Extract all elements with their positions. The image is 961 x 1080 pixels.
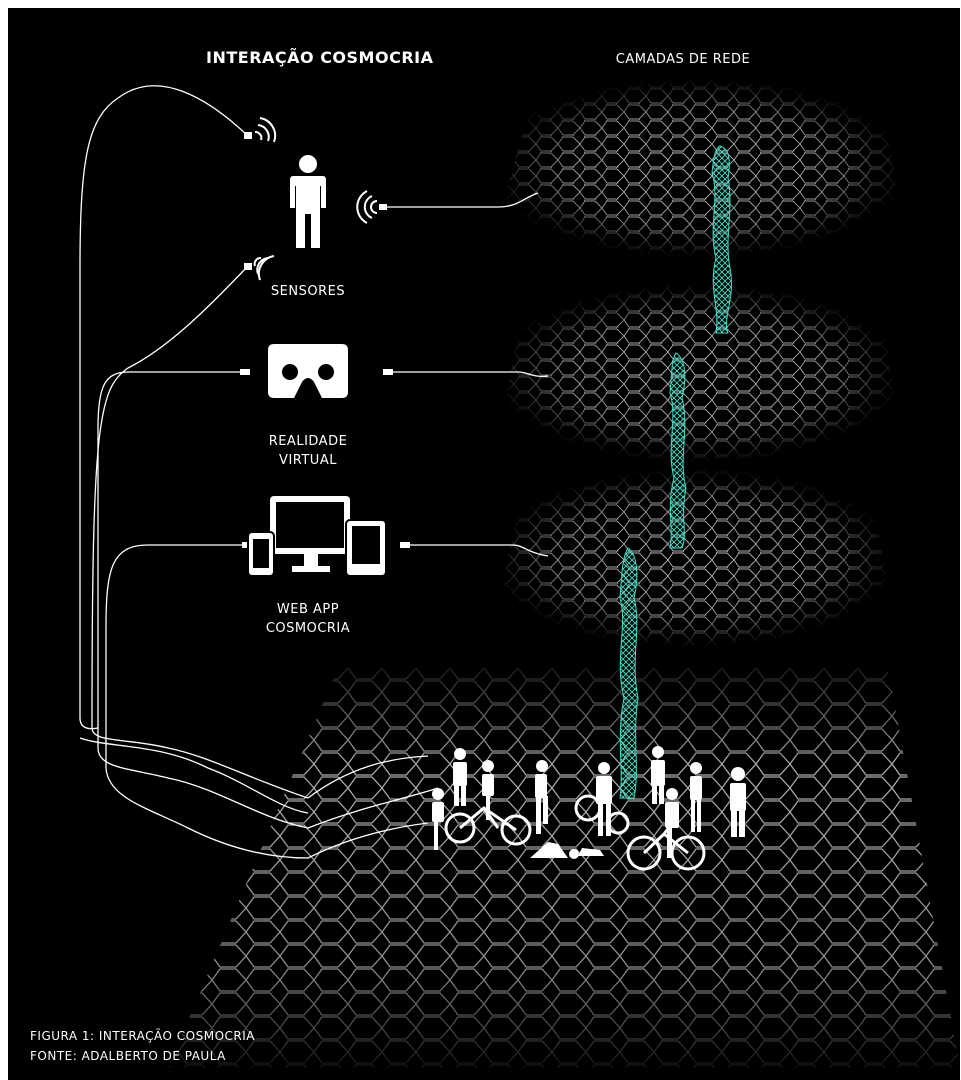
vr-label-line2: VIRTUAL	[258, 451, 358, 470]
network-layer-2	[493, 283, 903, 463]
webapp-label-line2: COSMOCRIA	[258, 619, 358, 638]
figure-source: FONTE: ADALBERTO DE PAULA	[30, 1046, 226, 1066]
ground-network-mesh	[168, 668, 960, 1068]
webapp-label-line1: WEB APP	[258, 600, 358, 619]
diagram-canvas: INTERAÇÃO COSMOCRIA CAMADAS DE REDE SENS…	[8, 8, 960, 1080]
vr-headset-icon	[268, 344, 348, 398]
vr-label-line1: REALIDADE	[258, 432, 358, 451]
diagram-artwork	[8, 8, 960, 1080]
person-icon	[290, 155, 326, 248]
network-layer-1	[488, 78, 908, 258]
diagram-title-right: CAMADAS DE REDE	[608, 50, 758, 69]
figure-caption: FIGURA 1: INTERAÇÃO COSMOCRIA	[30, 1026, 255, 1046]
diagram-title-left: INTERAÇÃO COSMOCRIA	[206, 48, 416, 67]
devices-icon	[248, 496, 386, 576]
network-layer-3	[488, 468, 898, 648]
sensors-label: SENSORES	[258, 282, 358, 301]
